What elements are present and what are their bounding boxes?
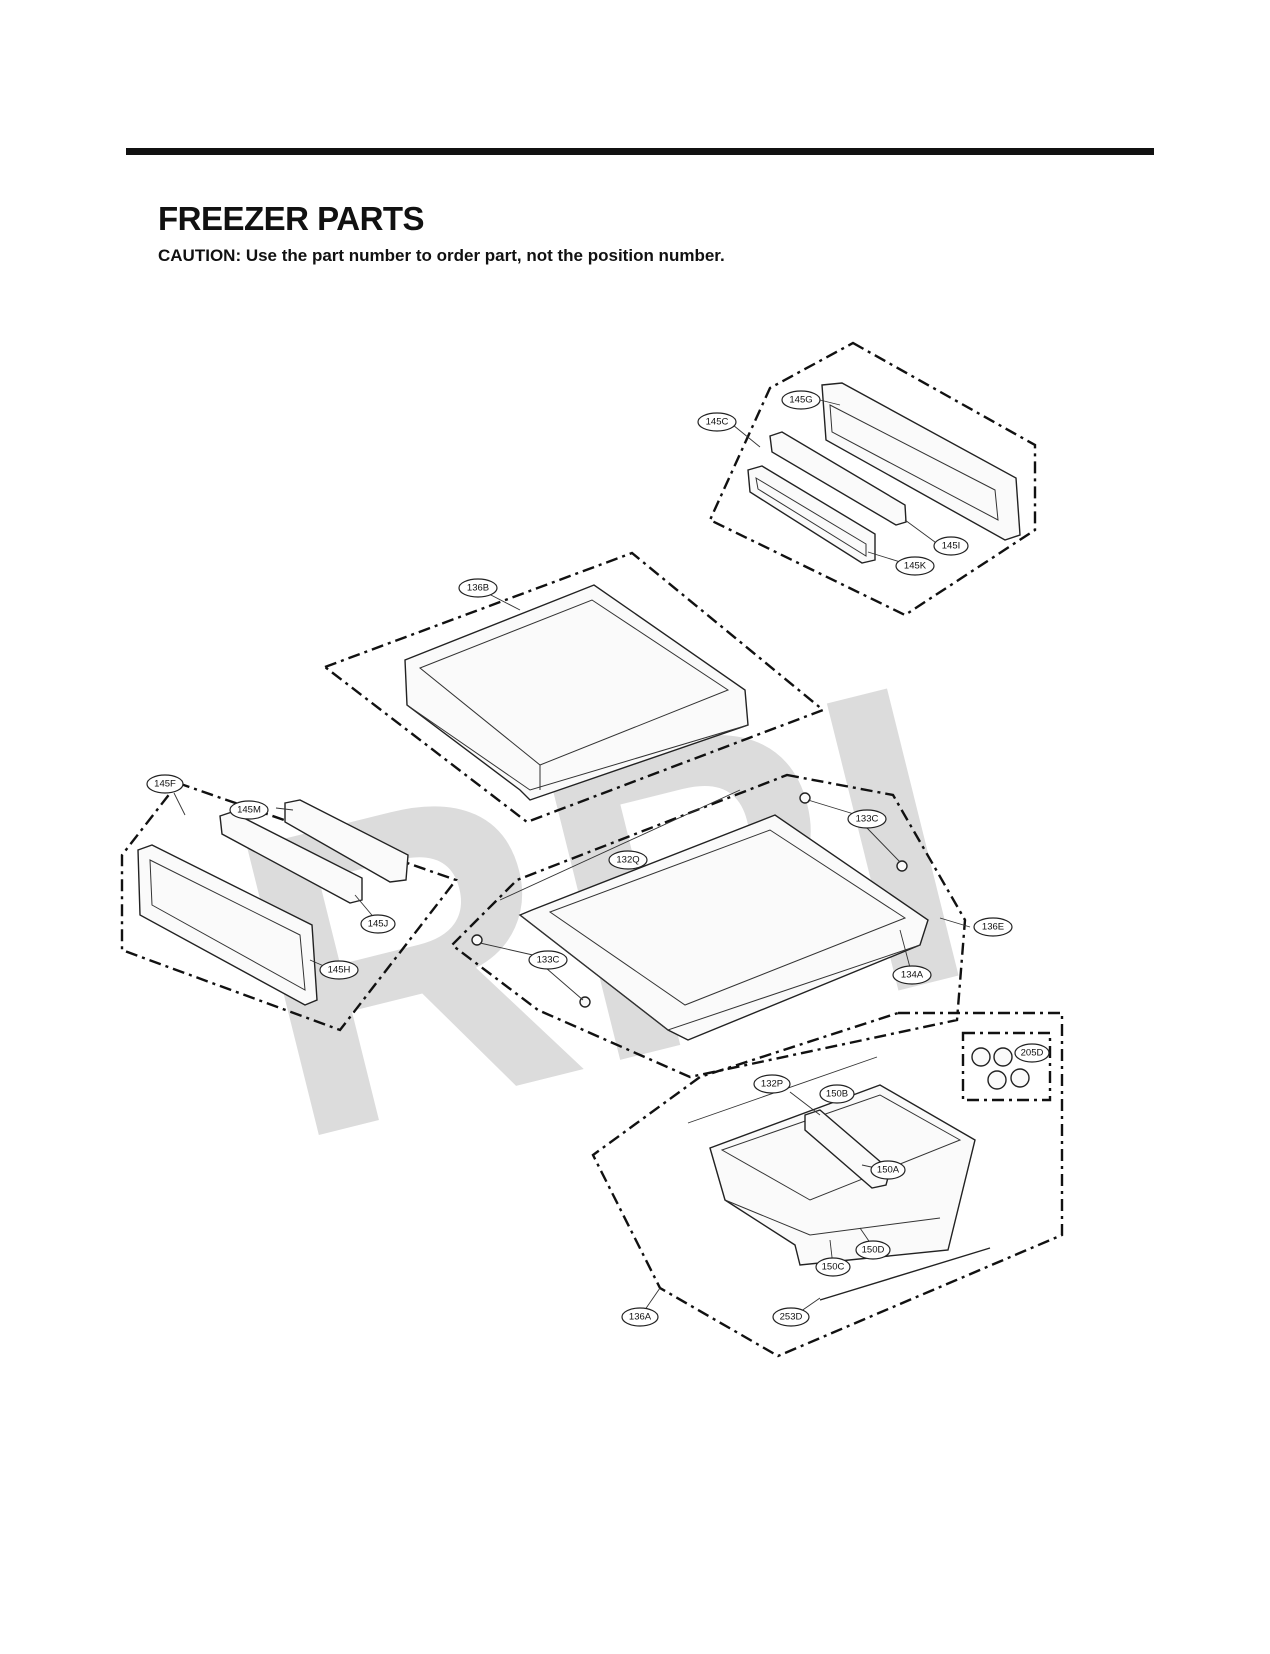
callout-label-132Q: 132Q <box>616 855 639 866</box>
callout-145H: 145H <box>319 960 359 980</box>
callout-label-145K: 145K <box>904 561 927 572</box>
group-outline-rails <box>708 341 1037 617</box>
callout-label-133C-top: 133C <box>856 814 879 825</box>
callout-label-132P: 132P <box>761 1079 783 1090</box>
upper-basket-136B <box>404 584 749 801</box>
callout-133C-left: 133C <box>528 950 568 970</box>
door-rail-group <box>120 781 458 1032</box>
callout-132Q: 132Q <box>608 850 648 870</box>
callout-150B: 150B <box>819 1084 855 1104</box>
divider-150B <box>804 1109 891 1189</box>
cap-205D-1 <box>971 1047 991 1067</box>
glide-cap-top-left <box>799 792 811 804</box>
group-outline-136E <box>450 773 967 1079</box>
callout-label-205D: 205D <box>1021 1048 1044 1059</box>
rail-cover-145K <box>747 465 876 564</box>
rail-assembly-group <box>708 341 1037 617</box>
upper-basket-group <box>322 551 826 824</box>
cap-205D-3 <box>987 1070 1007 1090</box>
rod-253D <box>819 1247 991 1301</box>
callout-134A: 134A <box>892 965 932 985</box>
cap-205D-2 <box>993 1047 1013 1067</box>
callout-145J: 145J <box>360 914 396 934</box>
callout-label-145I: 145I <box>942 541 961 552</box>
callout-145M: 145M <box>229 800 269 820</box>
glide-tray-group <box>450 773 967 1079</box>
callout-136E: 136E <box>973 917 1013 937</box>
rail-145M <box>284 799 409 883</box>
caution-note: CAUTION: Use the part number to order pa… <box>158 246 725 265</box>
callout-136B: 136B <box>458 578 498 598</box>
rail-bracket-145G <box>821 382 1021 541</box>
callout-label-145C: 145C <box>706 417 729 428</box>
callout-label-145J: 145J <box>368 919 389 930</box>
lower-basket-group <box>591 1011 1064 1358</box>
callout-145F: 145F <box>146 774 184 794</box>
header-rule <box>126 148 1154 155</box>
callout-label-145H: 145H <box>328 965 351 976</box>
callout-145G: 145G <box>781 390 821 410</box>
door-frame-145H <box>137 844 318 1006</box>
callout-label-145M: 145M <box>237 805 261 816</box>
glide-cap-top-right <box>896 860 908 872</box>
group-outline-136A <box>591 1011 1064 1358</box>
callout-label-145F: 145F <box>154 779 176 790</box>
group-outline-205D <box>961 1031 1052 1102</box>
callout-205D: 205D <box>1014 1043 1050 1063</box>
callout-145K: 145K <box>895 556 935 576</box>
callout-253D: 253D <box>772 1307 810 1327</box>
callout-150D: 150D <box>855 1240 891 1260</box>
callout-133C-top: 133C <box>847 809 887 829</box>
callout-label-133C-left: 133C <box>537 955 560 966</box>
callout-label-145G: 145G <box>789 395 812 406</box>
callout-136A: 136A <box>621 1307 659 1327</box>
callout-label-136A: 136A <box>629 1312 652 1323</box>
callout-label-134A: 134A <box>901 970 924 981</box>
callout-label-136B: 136B <box>467 583 489 594</box>
callout-label-253D: 253D <box>780 1312 803 1323</box>
callout-label-150D: 150D <box>862 1245 885 1256</box>
callout-132P: 132P <box>753 1074 791 1094</box>
callout-label-150C: 150C <box>822 1262 845 1273</box>
callout-150A: 150A <box>870 1160 906 1180</box>
page-title: FREEZER PARTS <box>158 200 425 237</box>
callout-150C: 150C <box>815 1257 851 1277</box>
group-outline-136B <box>322 551 826 824</box>
glide-cap-bottom-left <box>471 934 483 946</box>
callout-label-150B: 150B <box>826 1089 848 1100</box>
rail-145I <box>769 431 907 526</box>
callout-145C: 145C <box>697 412 737 432</box>
callout-label-150A: 150A <box>877 1165 900 1176</box>
callout-145I: 145I <box>933 536 969 556</box>
group-outline-145F <box>120 781 458 1032</box>
callout-label-136E: 136E <box>982 922 1004 933</box>
cap-205D-4 <box>1010 1068 1030 1088</box>
